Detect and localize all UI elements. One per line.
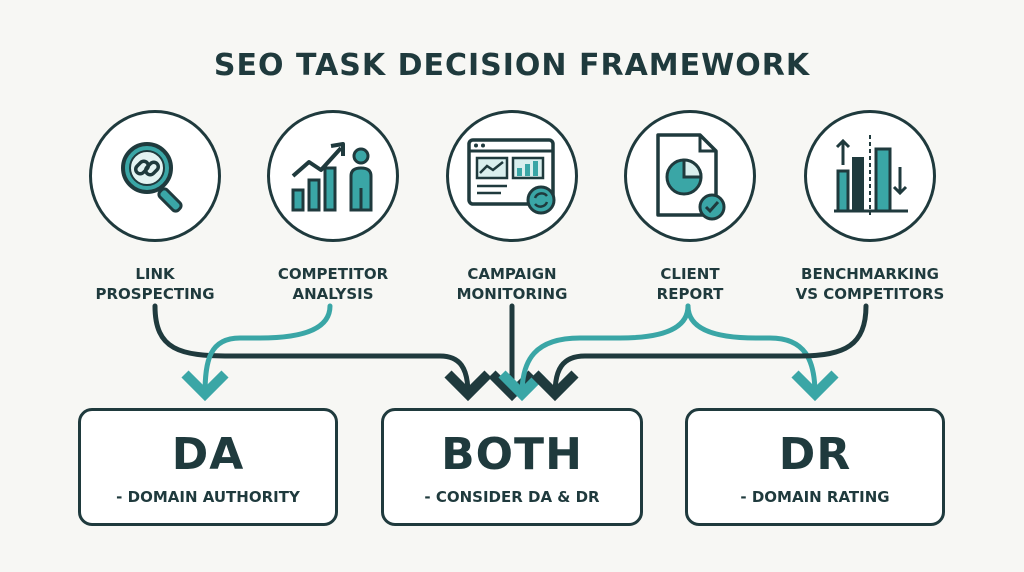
- outcome-da: DA - DOMAIN AUTHORITY: [78, 408, 338, 526]
- task-label: COMPETITOR ANALYSIS: [277, 265, 389, 303]
- connector-competitor-to-da: [181, 303, 333, 402]
- magnifier-link-icon: [121, 142, 183, 213]
- task-icon-circle: [267, 110, 399, 242]
- outcome-dr: DR - DOMAIN RATING: [685, 408, 945, 526]
- task-competitor-analysis: COMPETITOR ANALYSIS: [243, 110, 423, 304]
- connector-benchmark-to-both: [531, 303, 869, 402]
- connector-client-to-both: [498, 303, 691, 402]
- outcome-code: DR: [778, 429, 852, 480]
- connector-client-to-dr: [685, 303, 839, 402]
- report-pie-check-icon: [656, 133, 726, 221]
- outcome-subtitle: - DOMAIN AUTHORITY: [116, 488, 300, 506]
- task-client-report: CLIENT REPORT: [600, 110, 780, 304]
- task-label: BENCHMARKING VS COMPETITORS: [795, 265, 945, 303]
- outcome-subtitle: - CONSIDER DA & DR: [424, 488, 600, 506]
- task-label: CLIENT REPORT: [656, 265, 724, 303]
- dashboard-window-icon: [467, 138, 556, 215]
- task-benchmarking: BENCHMARKING VS COMPETITORS: [780, 110, 960, 304]
- benchmark-bars-icon: [834, 135, 908, 215]
- task-icon-circle: [624, 110, 756, 242]
- task-icon-circle: [804, 110, 936, 242]
- growth-chart-person-icon: [291, 142, 373, 212]
- task-link-prospecting: LINK PROSPECTING: [65, 110, 245, 304]
- outcome-code: BOTH: [441, 429, 583, 480]
- connector-link-to-both: [152, 303, 492, 402]
- diagram-title: SEO TASK DECISION FRAMEWORK: [213, 48, 811, 83]
- task-icon-circle: [89, 110, 221, 242]
- task-label: LINK PROSPECTING: [95, 265, 215, 303]
- outcome-both: BOTH - CONSIDER DA & DR: [381, 408, 643, 526]
- outcome-subtitle: - DOMAIN RATING: [740, 488, 890, 506]
- task-icon-circle: [446, 110, 578, 242]
- task-campaign-monitoring: CAMPAIGN MONITORING: [422, 110, 602, 304]
- outcome-code: DA: [171, 429, 245, 480]
- task-label: CAMPAIGN MONITORING: [456, 265, 568, 303]
